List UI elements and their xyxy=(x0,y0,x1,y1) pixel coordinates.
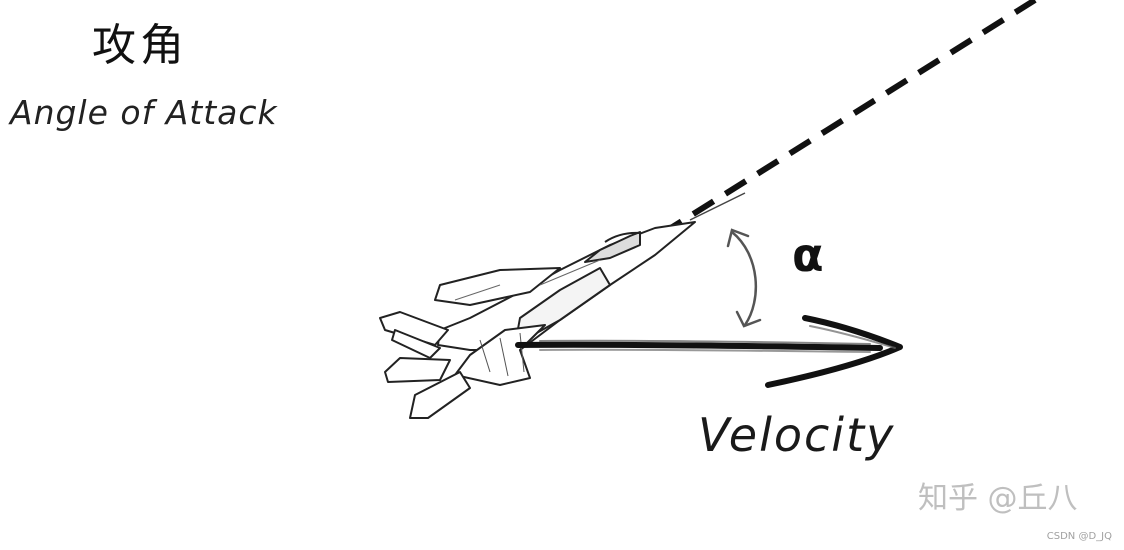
title-chinese: 攻角 xyxy=(92,20,188,71)
velocity-arrow-icon xyxy=(515,315,903,388)
body-axis-dashed-line xyxy=(498,0,1037,338)
alpha-label: α xyxy=(792,228,824,282)
velocity-label: Velocity xyxy=(698,408,896,462)
fighter-jet-icon xyxy=(379,221,696,419)
watermark-zhihu: 知乎 @丘八 xyxy=(918,481,1078,516)
title-english: Angle of Attack xyxy=(10,93,278,132)
double-headed-arc-icon xyxy=(726,228,762,328)
watermark-csdn: CSDN @D_JQ xyxy=(1046,531,1112,542)
nose-probe-line xyxy=(689,192,746,221)
